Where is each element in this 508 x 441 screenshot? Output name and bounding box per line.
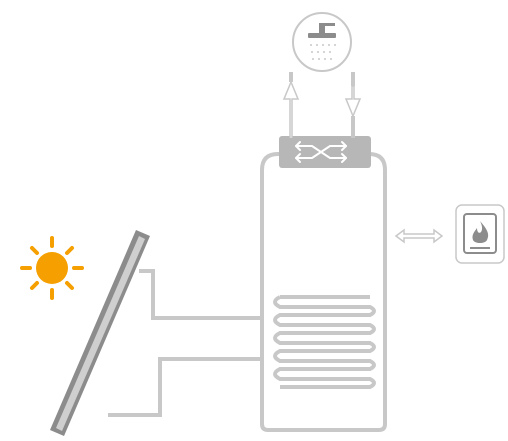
double-arrow-icon — [394, 228, 444, 244]
cold-water-down-arrow — [344, 72, 362, 138]
sun-icon — [20, 236, 84, 300]
solar-panel-icon — [50, 230, 150, 436]
mixing-valve-icon — [279, 136, 371, 168]
collector-pipes — [108, 269, 268, 417]
hot-water-up-arrow — [282, 72, 300, 138]
upper-pipe — [139, 269, 268, 320]
flame-icon — [455, 204, 505, 264]
lower-pipe — [108, 357, 268, 417]
shower-icon — [292, 12, 352, 72]
heat-coil-icon — [273, 295, 376, 389]
